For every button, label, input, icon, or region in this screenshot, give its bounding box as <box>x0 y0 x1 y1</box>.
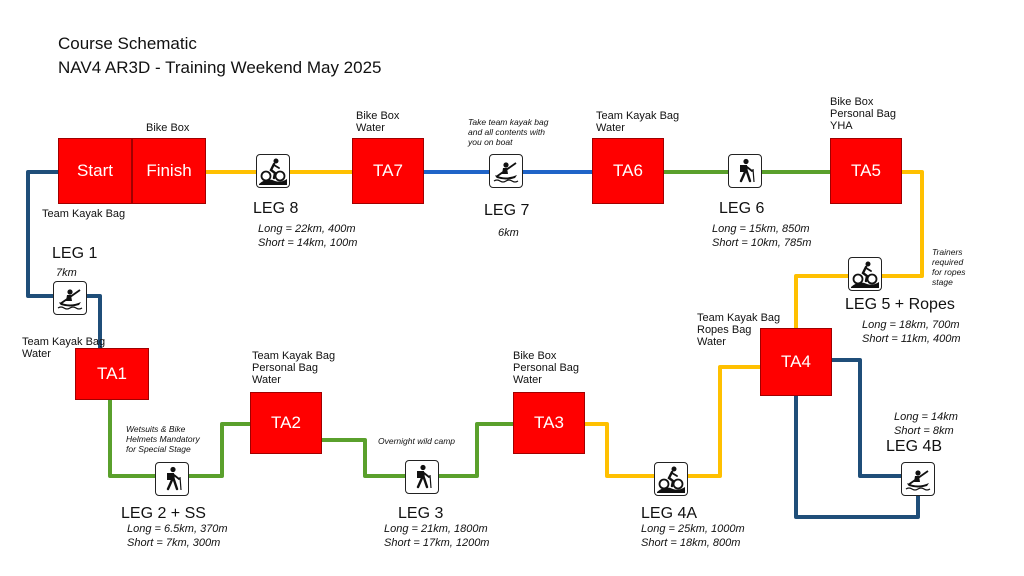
kayak-icon <box>53 281 87 315</box>
hiker-icon <box>405 460 439 494</box>
leg2-name: LEG 2 + SS <box>121 505 206 522</box>
leg1-name: LEG 1 <box>52 245 98 262</box>
route-leg2 <box>108 400 250 478</box>
finish-kit-label: Bike Box <box>146 122 190 134</box>
leg3-name: LEG 3 <box>398 505 444 522</box>
ta3-box: TA3 <box>513 392 585 454</box>
ta7-box: TA7 <box>352 138 424 204</box>
leg4a-name: LEG 4A <box>641 505 698 522</box>
kayak-icon <box>901 462 935 496</box>
route-leg4a <box>585 365 760 478</box>
schematic-subtitle: NAV4 AR3D - Training Weekend May 2025 <box>58 58 382 77</box>
start-kit-label: Team Kayak Bag <box>42 208 126 220</box>
leg8-name: LEG 8 <box>253 200 299 217</box>
ta2-box: TA2 <box>250 392 322 454</box>
ta6-box: TA6 <box>592 138 664 204</box>
ta5-box: TA5 <box>830 138 902 204</box>
ta1-box: TA1 <box>75 348 149 400</box>
cyclist-icon <box>848 257 882 291</box>
finish-box: Finish <box>132 138 206 204</box>
kayak-icon <box>489 154 523 188</box>
route-leg5 <box>794 170 924 328</box>
leg7-stats: 6km <box>498 227 519 239</box>
cyclist-icon <box>654 462 688 496</box>
schematic-title: Course Schematic <box>58 34 197 53</box>
ta4-box: TA4 <box>760 328 832 396</box>
leg4b-name: LEG 4B <box>886 438 943 455</box>
hiker-icon <box>728 154 762 188</box>
route-leg1 <box>26 170 102 348</box>
leg1-stats: 7km <box>56 267 77 279</box>
hiker-icon <box>155 462 189 496</box>
cyclist-icon <box>256 154 290 188</box>
leg3-note: Overnight wild camp <box>378 436 456 446</box>
leg6-name: LEG 6 <box>719 200 765 217</box>
start-box: Start <box>58 138 132 204</box>
leg7-name: LEG 7 <box>484 202 530 219</box>
leg5-name: LEG 5 + Ropes <box>845 296 955 313</box>
